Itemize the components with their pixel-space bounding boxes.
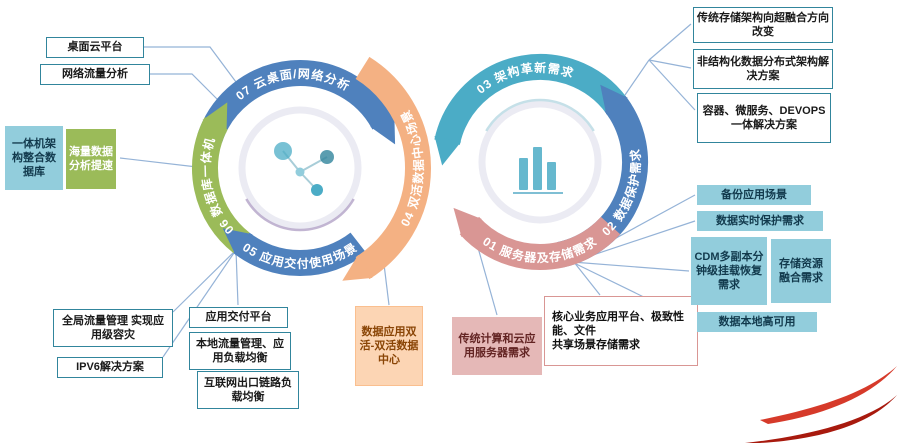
label-box-core-business: 核心业务应用平台、极致性能、文件 共享场景存储需求 xyxy=(544,296,698,366)
left-inner-accent-arc xyxy=(245,198,355,232)
label-box-backup-scenario: 备份应用场景 xyxy=(697,185,811,205)
label-box-cdm-recovery: CDM多副本分钟级挂载恢复需求 xyxy=(691,237,767,305)
label-box-local-traffic: 本地流量管理、应用负载均衡 xyxy=(189,332,291,370)
label-box-ipv6: IPV6解决方案 xyxy=(57,357,163,378)
connector-line xyxy=(172,249,237,313)
connector-line xyxy=(144,46,237,83)
label-box-internet-link: 互联网出口链路负载均衡 xyxy=(197,371,299,409)
label-box-storage-fusion: 存储资源融合需求 xyxy=(771,239,831,303)
label-box-dual-active-dc: 数据应用双活-双活数据中心 xyxy=(355,306,423,386)
right-inner-accent-arc xyxy=(485,98,595,132)
red-swoosh-upper xyxy=(760,366,897,424)
label-box-traditional-compute: 传统计算和云应用服务器需求 xyxy=(452,317,542,375)
label-box-realtime-protection: 数据实时保护需求 xyxy=(697,211,823,231)
connector-line xyxy=(571,261,690,272)
connector-line xyxy=(648,59,696,111)
label-box-local-ha: 数据本地高可用 xyxy=(697,312,817,332)
label-box-global-traffic: 全局流量管理 实现应用级容灾 xyxy=(53,309,173,347)
bar-chart-icon xyxy=(513,147,563,194)
connector-line xyxy=(624,59,650,96)
connector-line xyxy=(119,157,198,168)
label-box-network-traffic: 网络流量分析 xyxy=(40,64,150,85)
label-box-massive-data: 海量数据分析提速 xyxy=(66,129,116,189)
arc-03-architecture-innovation xyxy=(434,53,632,166)
red-swoosh-lower xyxy=(745,395,897,443)
label-box-container-devops: 容器、微服务、DEVOPS一体解决方案 xyxy=(697,93,831,143)
arc-05-app-delivery xyxy=(222,228,367,277)
connector-line xyxy=(150,73,219,101)
network-molecule-icon xyxy=(274,142,334,196)
arc-01-server-storage xyxy=(453,207,621,271)
label-box-desktop-cloud: 桌面云平台 xyxy=(46,37,144,58)
connector-line xyxy=(648,59,692,69)
label-box-hyperconverged: 传统存储架构向超融合方向改变 xyxy=(693,7,833,43)
arc-04-dual-active-dc xyxy=(342,56,431,281)
connector-line xyxy=(648,23,692,61)
connector-line xyxy=(162,249,237,358)
connector-line xyxy=(235,249,239,306)
label-box-aio-architecture: 一体机架构整合数据库 xyxy=(5,126,63,190)
label-box-unstructured: 非结构化数据分布式架构解决方案 xyxy=(693,49,833,89)
label-box-app-delivery: 应用交付平台 xyxy=(189,307,288,328)
